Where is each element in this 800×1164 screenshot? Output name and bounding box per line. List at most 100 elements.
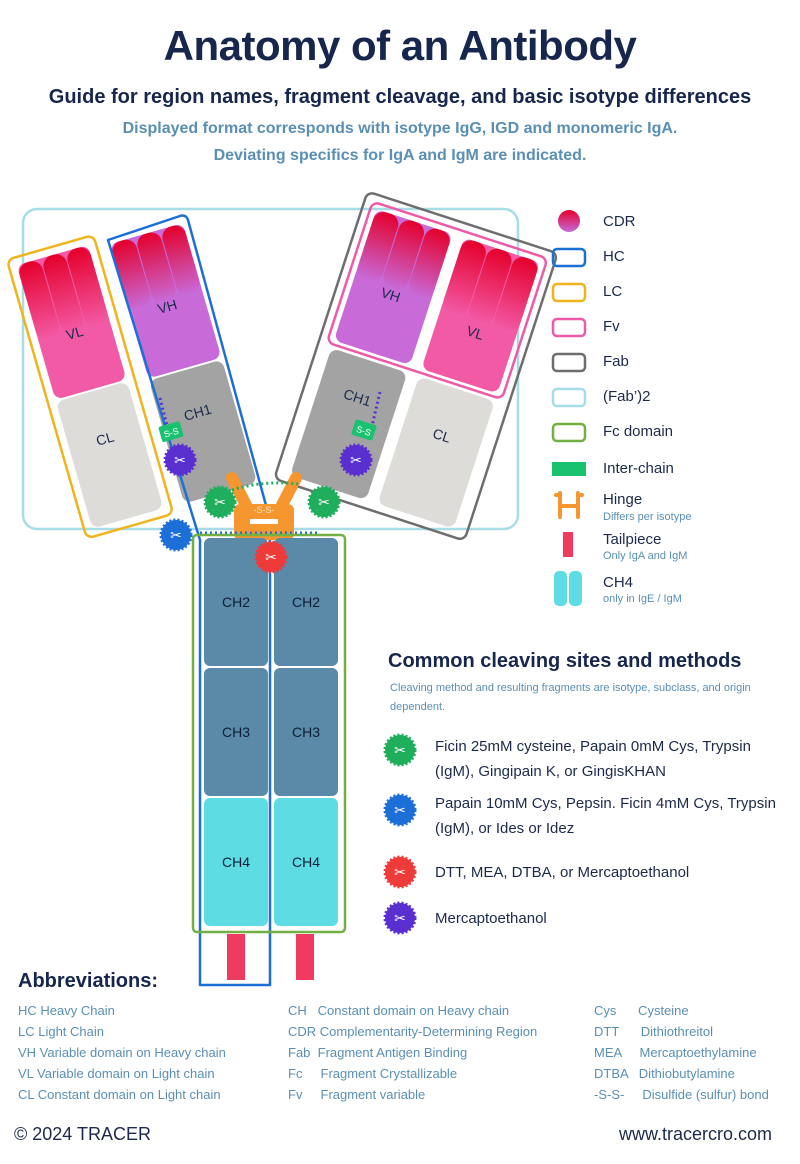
left-arm: VL CL <box>7 235 173 539</box>
svg-text:✂: ✂ <box>265 549 277 565</box>
scissors-icon-red: ✂ <box>383 855 417 889</box>
abbr-ch: CH Constant domain on Heavy chain <box>288 1003 510 1018</box>
vl-label-right: VL <box>465 322 486 343</box>
hinge-bar <box>250 519 278 524</box>
abbr-mea: MEA Mercaptoethylamine <box>594 1045 757 1060</box>
svg-text:✂: ✂ <box>318 494 330 510</box>
cleaving-method-1: Ficin 25mM cysteine, Papain 0mM Cys, Try… <box>435 738 751 780</box>
scissors-icon-green-right: ✂ <box>307 485 341 519</box>
fab-outline <box>274 192 558 540</box>
abbr-fv: Fv Fragment variable <box>288 1087 426 1102</box>
hinge-swatch <box>554 491 584 519</box>
legend-label-ch4: CH4 <box>603 574 634 591</box>
cdr-swatch <box>558 210 580 232</box>
scissors-icon-purple: ✂ <box>383 901 417 935</box>
svg-text:S-S: S-S <box>163 426 180 440</box>
ch3-label-right: CH3 <box>292 724 320 740</box>
ch4-domain-right <box>274 798 338 926</box>
abbreviations-title: Abbreviations: <box>18 970 159 992</box>
abbr-fc: Fc Fragment Crystallizable <box>288 1066 458 1081</box>
legend-label-hc: HC <box>603 248 625 265</box>
ch2-label-right: CH2 <box>292 594 320 610</box>
cdr-left-vh-1 <box>112 239 151 309</box>
copyright: © 2024 TRACER <box>14 1124 151 1144</box>
scissors-icon-purple-right: ✂ <box>339 443 373 477</box>
abbr-lc: LC Light Chain <box>18 1024 104 1039</box>
svg-text:✂: ✂ <box>394 742 406 758</box>
right-arm: VH VL CH1 CL <box>274 192 558 540</box>
cleaving-title: Common cleaving sites and methods <box>388 650 742 672</box>
legend-label-interchain: Inter-chain <box>603 460 674 477</box>
tailpiece-left <box>227 934 245 980</box>
ch2-domain-left <box>204 538 268 666</box>
cdr-left-vl-1 <box>19 261 60 340</box>
cl-domain-right <box>379 378 493 527</box>
abbr-cdr: CDR Complementarity-Determining Region <box>288 1024 538 1039</box>
page-subtitle: Guide for region names, fragment cleavag… <box>48 86 752 108</box>
ch2-label-left: CH2 <box>222 594 250 610</box>
scissors-icon-purple-left: ✂ <box>163 443 197 477</box>
hinge-arms <box>226 472 302 511</box>
light-chain-outline <box>7 235 173 539</box>
vh-label-right: VH <box>379 284 402 305</box>
hinge-bond-upper <box>231 481 299 492</box>
ch1-label-left: CH1 <box>182 401 214 424</box>
svg-text:✂: ✂ <box>350 452 362 468</box>
fc-domain-outline <box>191 533 347 934</box>
legend-label-tailpiece: Tailpiece <box>603 531 662 548</box>
page-title: Anatomy of an Antibody <box>163 22 637 69</box>
scissors-icon-blue: ✂ <box>383 793 417 827</box>
ch3-domain-right <box>274 668 338 796</box>
cleaving-method-3: DTT, MEA, DTBA, or Mercaptoethanol <box>435 864 690 881</box>
cleaving-method-2: Papain 10mM Cys, Pepsin. Ficin 4mM Cys, … <box>435 795 776 837</box>
interchain-dots-right <box>370 391 382 427</box>
scissors-icon-green-left: ✂ <box>203 485 237 519</box>
cleaving-note: Cleaving method and resulting fragments … <box>390 682 751 713</box>
ch4-label-left: CH4 <box>222 854 250 870</box>
abbr-vl: VL Variable domain on Light chain <box>18 1066 215 1081</box>
interchain-dots-left <box>158 397 170 431</box>
abbr-vh: VH Variable domain on Heavy chain <box>18 1045 226 1060</box>
legend-label-hinge: Hinge <box>603 491 643 508</box>
website-link[interactable]: www.tracercro.com <box>618 1124 772 1144</box>
ch4-label-right: CH4 <box>292 854 320 870</box>
vh-label-left: VH <box>156 296 179 317</box>
legend-label-cdr: CDR <box>603 213 636 230</box>
antibody-diagram: VL CL VH CH1 VH VL CH1 <box>7 192 558 987</box>
fc-swatch <box>551 422 587 443</box>
abbr-ss: -S-S- Disulfide (sulfur) bond <box>594 1087 769 1102</box>
tailpiece-right <box>296 934 314 980</box>
format-note-2: Deviating specifics for IgA and IgM are … <box>213 147 587 164</box>
legend-label-fab2: (Fab’)2 <box>603 388 651 405</box>
cdr-right-vh-1 <box>357 212 399 281</box>
vl-label-left: VL <box>64 323 85 343</box>
scissors-icon-red: ✂ <box>254 540 288 574</box>
svg-text:✂: ✂ <box>170 527 182 543</box>
ch3-label-left: CH3 <box>222 724 250 740</box>
cleaving-method-4: Mercaptoethanol <box>435 910 547 927</box>
legend-sub-ch4: only in IgE / IgM <box>603 593 682 605</box>
abbr-cl: CL Constant domain on Light chain <box>18 1087 221 1102</box>
cdr-left-vh-3 <box>162 225 200 295</box>
ch4-domain-left <box>204 798 268 926</box>
ch4-swatch-b <box>569 571 582 606</box>
hc-swatch <box>551 247 587 268</box>
abbr-cys: Cys Cysteine <box>594 1003 689 1018</box>
legend-label-lc: LC <box>603 283 623 300</box>
abbr-dtba: DTBA Dithiobutylamine <box>594 1066 735 1081</box>
cdr-left-vh-2 <box>137 232 176 302</box>
abbr-hc: HC Heavy Chain <box>18 1003 115 1018</box>
cdr-left-vl-3 <box>67 247 108 326</box>
heavy-chain-outline-left <box>106 214 272 987</box>
cdr-right-vh-2 <box>383 220 425 290</box>
legend-label-fv: Fv <box>603 318 620 335</box>
cdr-right-vh-3 <box>409 228 450 298</box>
svg-text:✂: ✂ <box>214 494 226 510</box>
scissors-icon-green: ✂ <box>383 733 417 767</box>
scissors-icon-blue: ✂ <box>159 518 193 552</box>
legend-swatches <box>551 210 587 606</box>
cleaving-icons: ✂ ✂ ✂ ✂ <box>383 733 417 935</box>
fab-swatch <box>551 352 587 373</box>
legend-label-fab: Fab <box>603 353 629 370</box>
svg-text:✂: ✂ <box>394 802 406 818</box>
